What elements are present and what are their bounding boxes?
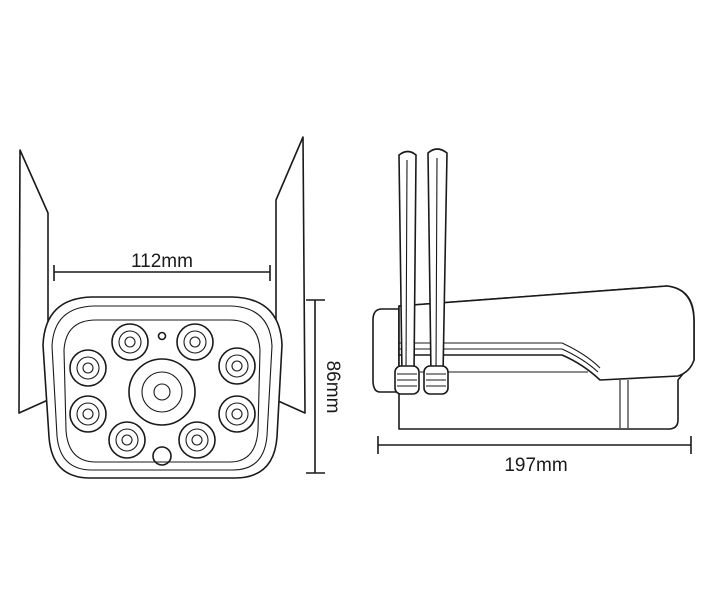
antenna-hinge	[394, 365, 420, 395]
front-left-antenna	[18, 149, 49, 414]
ir-led	[111, 323, 149, 361]
front-view	[18, 136, 306, 479]
ir-led	[69, 349, 107, 387]
speaker-sensor-icon	[152, 446, 172, 466]
light-sensor-icon	[157, 331, 167, 341]
length-dimension-label: 197mm	[504, 455, 567, 476]
side-sunshade-edge	[399, 342, 601, 369]
width-dimension	[53, 265, 271, 281]
side-sunshade-edge	[399, 348, 599, 373]
side-antenna-highlight	[405, 159, 408, 371]
antenna-hinge	[423, 365, 449, 395]
camera-lens	[128, 358, 196, 426]
height-dimension-label: 86mm	[322, 361, 343, 414]
front-housing	[42, 296, 283, 479]
ir-led	[176, 323, 214, 361]
ir-led	[178, 421, 216, 459]
width-dimension-label: 112mm	[131, 251, 193, 272]
length-dimension	[377, 436, 692, 454]
side-mount-block	[372, 308, 400, 393]
front-face-plate	[63, 319, 261, 463]
side-view	[372, 148, 695, 430]
side-sunshade	[398, 285, 695, 381]
height-dimension	[306, 299, 325, 474]
ir-led	[218, 347, 256, 385]
front-housing-inner-edge	[51, 305, 273, 471]
side-antenna-front	[427, 148, 448, 376]
side-antenna-highlight	[435, 157, 438, 371]
ir-led	[69, 395, 107, 433]
ir-led	[108, 421, 146, 459]
side-antenna-rear	[398, 150, 417, 376]
ir-led	[218, 395, 256, 433]
